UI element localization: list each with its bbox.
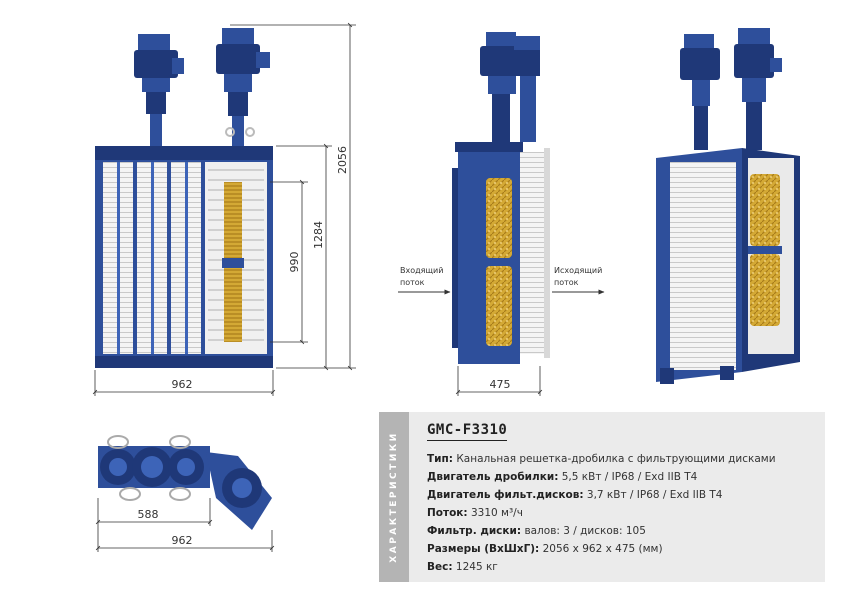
isometric-view: [656, 28, 800, 384]
spec-row-dimensions: Размеры (ВхШхГ): 2056 х 962 х 475 (мм): [427, 540, 776, 558]
dim-overall-height: 2056: [336, 146, 349, 174]
model-title: GMC-F3310: [427, 422, 508, 441]
spec-side-label: ХАРАКТЕРИСТИКИ: [389, 431, 399, 563]
spec-row-flow: Поток: 3310 м³/ч: [427, 504, 776, 522]
spec-panel: ХАРАКТЕРИСТИКИ GMC-F3310 Тип: Канальная …: [379, 412, 825, 582]
front-dimensions: [92, 22, 356, 396]
crusher-motor: [134, 34, 184, 146]
spec-list: Тип: Канальная решетка-дробилка с фильтр…: [427, 450, 776, 576]
outlet-label-line2: поток: [554, 278, 579, 287]
inlet-label-line2: поток: [400, 278, 425, 287]
spec-value: 3,7 кВт / IP68 / Exd IIB T4: [586, 489, 723, 501]
spec-value: 3310 м³/ч: [470, 507, 523, 519]
dim-screen-height: 990: [288, 252, 301, 273]
plan-dimensions: [95, 498, 275, 552]
outlet-label-line1: Исходящий: [554, 266, 602, 275]
dim-frame-height: 1284: [312, 221, 325, 249]
inlet-label-line1: Входящий: [400, 266, 443, 275]
dim-plan-width: 962: [172, 534, 193, 547]
spec-row-discs: Фильтр. диски: валов: 3 / дисков: 105: [427, 522, 776, 540]
spec-row-crusher-motor: Двигатель дробилки: 5,5 кВт / IP68 / Exd…: [427, 468, 776, 486]
dim-plan-inner-width: 588: [138, 508, 159, 521]
front-view: [95, 28, 273, 368]
side-dimensions: [455, 366, 543, 396]
spec-value: Канальная решетка-дробилка с фильтрующим…: [456, 453, 776, 465]
brush-roller: [486, 266, 512, 346]
dim-side-width: 475: [490, 378, 511, 391]
brush-roller: [486, 178, 512, 258]
brush-roller: [750, 254, 780, 326]
side-view: [452, 32, 550, 364]
spec-label: Двигатель фильт.дисков:: [427, 489, 584, 501]
spec-label: Тип:: [427, 453, 453, 465]
filter-disc-motor: [216, 28, 270, 146]
spec-value: 2056 х 962 х 475 (мм): [542, 543, 663, 555]
spec-label: Фильтр. диски:: [427, 525, 522, 537]
spec-row-type: Тип: Канальная решетка-дробилка с фильтр…: [427, 450, 776, 468]
spec-label: Размеры (ВхШхГ):: [427, 543, 540, 555]
spec-label: Двигатель дробилки:: [427, 471, 559, 483]
spec-label: Вес:: [427, 561, 453, 573]
dim-front-width: 962: [172, 378, 193, 391]
spec-value: валов: 3 / дисков: 105: [524, 525, 646, 537]
spec-side-tab: ХАРАКТЕРИСТИКИ: [379, 412, 409, 582]
spec-value: 5,5 кВт / IP68 / Exd IIB T4: [561, 471, 698, 483]
spec-label: Поток:: [427, 507, 468, 519]
spec-value: 1245 кг: [455, 561, 498, 573]
brush-roller: [750, 174, 780, 246]
spec-row-weight: Вес: 1245 кг: [427, 558, 776, 576]
spec-row-disc-motor: Двигатель фильт.дисков: 3,7 кВт / IP68 /…: [427, 486, 776, 504]
plan-view: [98, 435, 272, 530]
